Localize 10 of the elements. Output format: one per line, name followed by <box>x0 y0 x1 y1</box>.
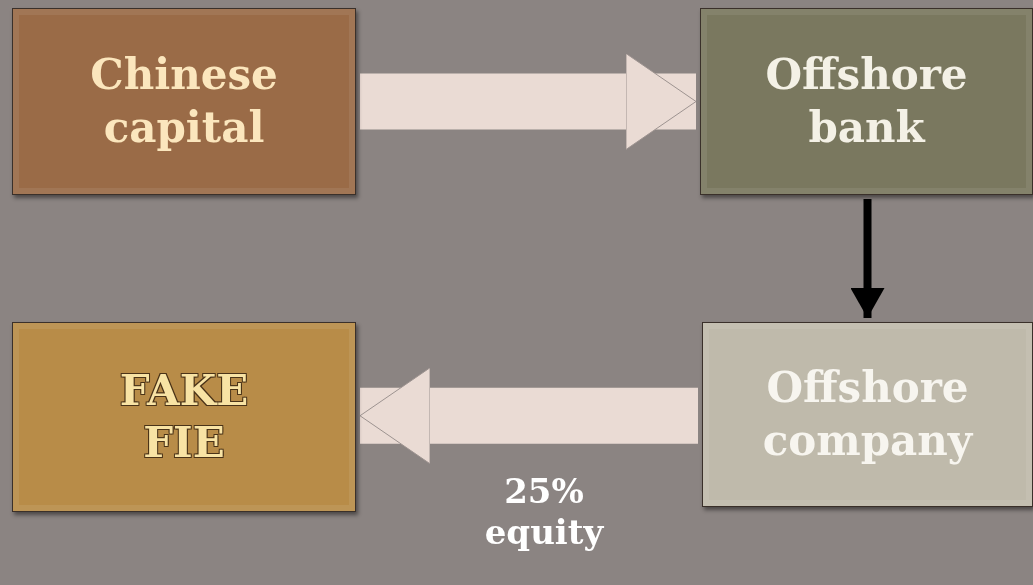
node-label: FAKE FIE <box>118 364 250 469</box>
rectangle-box <box>12 8 356 195</box>
node-label: Offshore company <box>761 362 975 467</box>
node-label: Chinese capital <box>89 49 279 154</box>
rectangle-box <box>702 322 1033 507</box>
node-label: Offshore bank <box>764 49 969 154</box>
arrow <box>360 53 697 150</box>
arrow <box>359 367 698 465</box>
rectangle-box <box>700 8 1033 195</box>
rectangle-box <box>12 322 356 512</box>
